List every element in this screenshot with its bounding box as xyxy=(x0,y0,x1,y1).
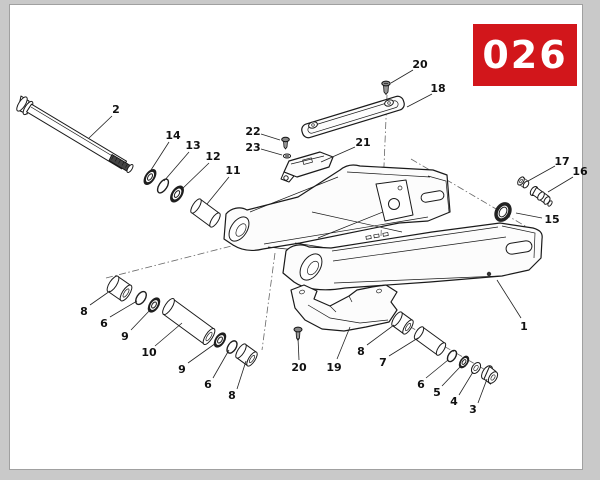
part-22-screw xyxy=(281,136,290,150)
part-11-spacer-sleeve xyxy=(190,198,221,228)
part-number-13: 13 xyxy=(185,139,200,152)
part-number-6: 6 xyxy=(417,378,425,391)
callout-leader-21 xyxy=(320,146,356,163)
part-number-1: 1 xyxy=(520,320,528,333)
thread-section xyxy=(108,153,134,174)
part-18-chain-guard-plate xyxy=(301,95,405,139)
callout-leader-16 xyxy=(547,176,574,193)
callout-leader-17 xyxy=(527,165,556,182)
part-number-10: 10 xyxy=(141,346,157,359)
callout-leader-8 xyxy=(89,290,111,306)
callout-leader-5 xyxy=(441,366,461,387)
part-number-2: 2 xyxy=(112,103,120,116)
part-number-12: 12 xyxy=(205,150,220,163)
part-7-sleeve xyxy=(413,326,447,356)
part-6-circlip-left xyxy=(135,290,147,306)
callout-leader-8 xyxy=(366,324,395,346)
part-8-bushing-rear xyxy=(391,311,414,335)
callout-leader-14 xyxy=(150,141,170,171)
part-17-spacer xyxy=(517,176,530,189)
part-number-17: 17 xyxy=(554,155,569,168)
part-13-circlip xyxy=(156,178,170,194)
part-15-seal-ring xyxy=(494,202,512,222)
part-number-16: 16 xyxy=(572,165,588,178)
part-number-22: 22 xyxy=(245,125,260,138)
callout-leader-3 xyxy=(477,378,488,404)
part-4-washer xyxy=(470,362,482,374)
callout-leader-20 xyxy=(297,337,300,361)
part-12-bearing xyxy=(170,185,184,203)
part-5-bearing-rear xyxy=(458,355,470,369)
callout-leader-18 xyxy=(406,93,433,108)
part-6-oring-rear xyxy=(446,349,458,363)
callout-leader-23 xyxy=(260,148,283,156)
part-9-bearing-right xyxy=(213,332,227,348)
part-number-5: 5 xyxy=(433,386,441,399)
part-number-21: 21 xyxy=(355,136,370,149)
callout-leader-10 xyxy=(154,322,183,347)
part-number-8: 8 xyxy=(80,305,88,318)
callout-leader-6 xyxy=(109,300,138,318)
part-8-bushing-right xyxy=(235,343,258,367)
part-3-nut xyxy=(481,365,499,385)
part-20-screw-bottom xyxy=(293,326,303,342)
part-number-8: 8 xyxy=(357,345,365,358)
part-number-9: 9 xyxy=(121,330,129,343)
swingarm-far-arm xyxy=(223,164,451,251)
part-9-bearing-left xyxy=(147,297,161,313)
part-number-6: 6 xyxy=(100,317,108,330)
part-number-14: 14 xyxy=(165,129,181,142)
callout-leader-9 xyxy=(130,308,152,331)
part-23-washer xyxy=(282,153,292,159)
callout-leader-20 xyxy=(390,69,414,84)
part-number-9: 9 xyxy=(178,363,186,376)
part-number-8: 8 xyxy=(228,389,236,402)
part-number-15: 15 xyxy=(544,213,559,226)
part-19-guard-plate xyxy=(290,284,398,332)
callout-leader-2 xyxy=(88,115,113,139)
callout-leader-9 xyxy=(187,342,217,364)
part-number-20: 20 xyxy=(412,58,428,71)
part-16-adjuster-bolt xyxy=(529,185,553,207)
part-number-7: 7 xyxy=(379,356,387,369)
part-number-11: 11 xyxy=(225,164,240,177)
part-number-3: 3 xyxy=(469,403,477,416)
page-number-badge: 026 xyxy=(473,24,577,86)
callout-leader-22 xyxy=(260,133,281,141)
callout-leader-6 xyxy=(425,359,449,379)
callout-leader-12 xyxy=(180,162,210,191)
part-number-19: 19 xyxy=(326,361,341,374)
part-number-4: 4 xyxy=(450,395,458,408)
callout-leader-8 xyxy=(236,360,247,390)
callout-leader-19 xyxy=(336,326,351,360)
callout-leader-6 xyxy=(212,349,230,379)
part-20-screw-top xyxy=(381,80,391,96)
part-number-20: 20 xyxy=(291,361,307,374)
part-10-pivot-tube xyxy=(162,297,216,346)
part-2-axle-bolt xyxy=(16,95,134,174)
part-6-circlip-right xyxy=(226,340,238,354)
callout-leader-4 xyxy=(458,371,474,396)
callout-leader-13 xyxy=(163,151,190,182)
part-8-bushing-left xyxy=(106,275,133,302)
callout-leader-1 xyxy=(496,279,522,319)
part-number-18: 18 xyxy=(430,82,445,95)
callout-leader-15 xyxy=(515,212,543,219)
part-14-bearing xyxy=(143,168,157,186)
part-number-23: 23 xyxy=(245,141,260,154)
callout-leader-7 xyxy=(388,337,419,357)
swingarm-near-arm-part-1 xyxy=(267,222,543,291)
part-number-6: 6 xyxy=(204,378,212,391)
callout-leader-11 xyxy=(206,176,230,205)
